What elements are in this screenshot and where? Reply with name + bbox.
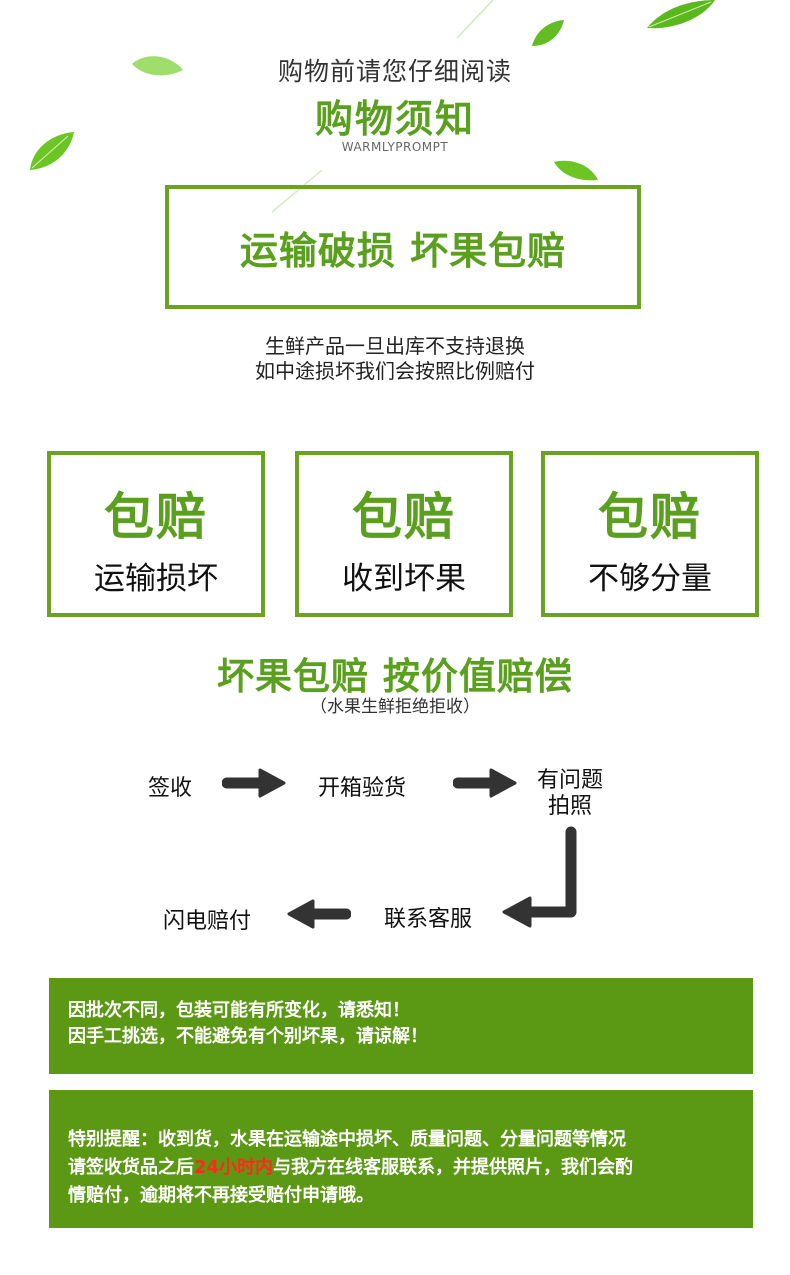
flow-step-fast-payout: 闪电赔付: [163, 909, 252, 934]
leaf-icon: [532, 20, 564, 46]
notice-packaging: 因批次不同，包装可能有所变化，请悉知！ 因手工挑选，不能避免有个别坏果，请谅解！: [49, 978, 753, 1074]
card-heading: 包赔: [352, 488, 456, 546]
arrow-left-icon: [287, 899, 351, 929]
arrow-right-icon: [453, 768, 517, 798]
guarantee-card-transport-damage: 包赔 运输损坏: [47, 451, 265, 617]
notice-line: 情赔付，逾期将不再接受赔付申请哦。: [68, 1185, 374, 1206]
deadline-highlight: 24小时内: [194, 1157, 274, 1178]
card-label: 运输损坏: [94, 561, 218, 597]
leaf-icon: [271, 170, 323, 213]
flow-step-contact-service: 联系客服: [384, 907, 473, 932]
leaf-icon: [647, 0, 715, 29]
banner-text: 运输破损 坏果包赔: [239, 228, 567, 273]
arrow-bend-icon: [502, 826, 577, 928]
notice-text: 与我方在线客服联系，并提供照片，我们会酌: [273, 1157, 634, 1178]
description-line-2: 如中途损坏我们会按照比例赔付: [255, 359, 535, 383]
notice-special-reminder: 特别提醒：收到货，水果在运输途中损坏、质量问题、分量问题等情况 请签收货品之后2…: [49, 1090, 753, 1228]
guarantee-card-short-weight: 包赔 不够分量: [541, 451, 759, 617]
page-english-title: WARMLYPROMPT: [341, 140, 449, 154]
card-label: 收到坏果: [342, 561, 466, 597]
notice-line: 因手工挑选，不能避免有个别坏果，请谅解！: [68, 1026, 428, 1047]
leaf-icon: [30, 132, 74, 170]
section-note: （水果生鲜拒绝拒收）: [310, 697, 480, 717]
flow-step-problem-line1: 有问题: [536, 768, 603, 793]
notice-line: 因批次不同，包装可能有所变化，请悉知！: [68, 1000, 410, 1021]
flow-step-sign: 签收: [148, 776, 193, 801]
flow-step-problem-line2: 拍照: [547, 794, 592, 819]
card-heading: 包赔: [104, 488, 208, 546]
page-subtitle: 购物前请您仔细阅读: [277, 57, 512, 86]
leaf-icon: [456, 0, 494, 39]
arrow-right-icon: [222, 768, 286, 798]
description-line-1: 生鲜产品一旦出库不支持退换: [265, 334, 525, 358]
notice-text: 请签收货品之后: [68, 1157, 194, 1178]
card-heading: 包赔: [598, 488, 702, 546]
notice-line: 特别提醒：收到货，水果在运输途中损坏、质量问题、分量问题等情况: [68, 1129, 626, 1150]
section-title: 坏果包赔 按价值赔偿: [217, 655, 573, 698]
leaf-icon: [554, 160, 598, 181]
card-label: 不够分量: [588, 561, 712, 597]
page-title: 购物须知: [314, 97, 475, 141]
notice-line: 请签收货品之后24小时内与我方在线客服联系，并提供照片，我们会酌: [68, 1154, 753, 1182]
flow-step-problem-photo: 有问题 拍照: [520, 768, 620, 820]
damage-compensation-banner: 运输破损 坏果包赔: [165, 185, 641, 309]
leaf-icon: [132, 56, 183, 76]
guarantee-card-bad-fruit: 包赔 收到坏果: [295, 451, 513, 617]
flow-step-open-inspect: 开箱验货: [318, 776, 407, 801]
